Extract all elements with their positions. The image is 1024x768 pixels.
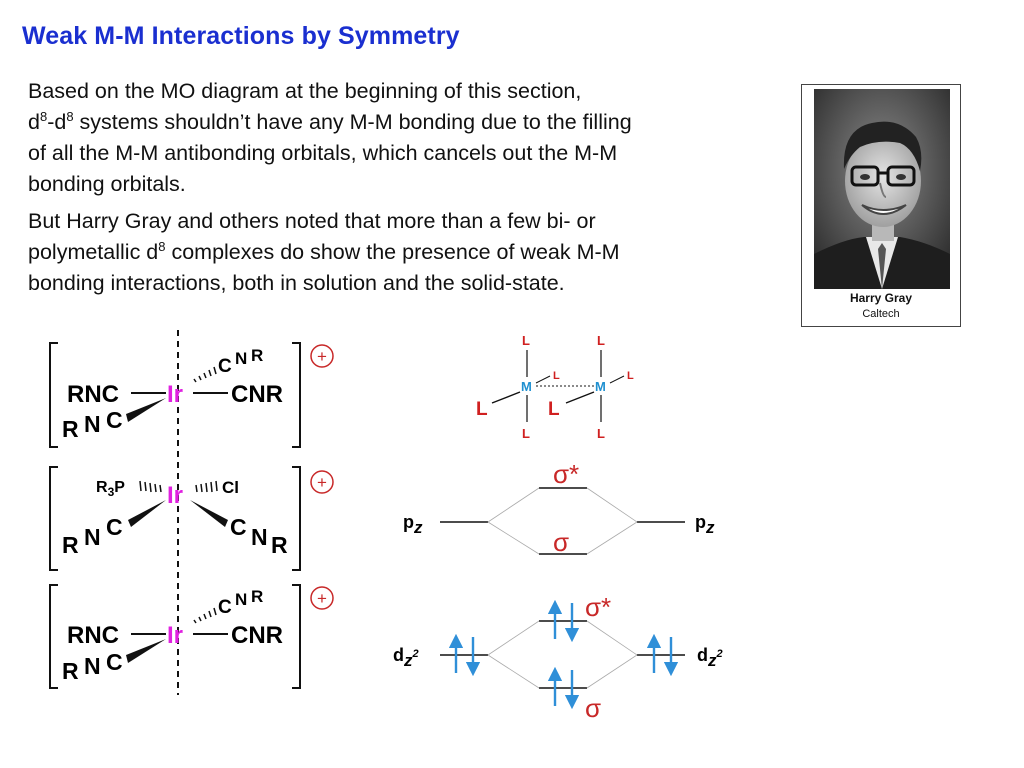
complex-3: + RNC Ir CNR C N R R N C <box>49 584 334 689</box>
svg-text:C: C <box>230 514 247 540</box>
svg-text:L: L <box>522 333 530 348</box>
svg-text:+: + <box>317 473 327 492</box>
para2-line2: polymetallic d8 complexes do show the pr… <box>28 239 620 264</box>
portrait-photo <box>814 89 950 289</box>
svg-text:N: N <box>84 524 101 550</box>
charge-plus-2: + <box>310 470 334 494</box>
c3-wedge-bond <box>126 639 166 663</box>
svg-text:L: L <box>627 370 634 382</box>
c2-metal: Ir <box>167 482 183 509</box>
dz2-sigma-label: σ <box>585 693 601 723</box>
para1-line3: of all the M-M antibonding orbitals, whi… <box>28 141 618 165</box>
svg-text:L: L <box>597 426 605 441</box>
svg-text:R: R <box>251 587 263 606</box>
bracket-left-2 <box>49 466 58 571</box>
c3-metal: Ir <box>167 622 183 649</box>
svg-text:L: L <box>476 399 488 420</box>
complex-1: + RNC Ir CNR C N R R N C <box>49 342 334 448</box>
portrait-name: Harry Gray <box>849 291 913 305</box>
complex-2: + R3P Ir Cl R N C C N R <box>49 466 334 571</box>
slide-title: Weak M-M Interactions by Symmetry <box>22 22 460 50</box>
svg-text:L: L <box>597 333 605 348</box>
svg-text:L: L <box>548 399 560 420</box>
bracket-right-1 <box>292 342 301 448</box>
svg-text:N: N <box>251 524 268 550</box>
svg-text:R: R <box>62 658 79 684</box>
c3-left-ligand: RNC <box>67 622 119 649</box>
dimer-metal-left: M <box>521 379 532 394</box>
svg-text:C: C <box>218 597 232 618</box>
c1-hashed-bond <box>193 366 217 383</box>
svg-text:+: + <box>317 347 327 366</box>
paragraph-intro: Based on the MO diagram at the beginning… <box>28 76 768 200</box>
svg-text:R: R <box>251 346 263 365</box>
svg-text:L: L <box>553 370 560 382</box>
charge-plus-3: + <box>310 586 334 610</box>
c2-chloride: Cl <box>222 478 239 497</box>
svg-text:C: C <box>106 407 123 433</box>
dimer-structure: L L M M L L L L L L <box>476 333 634 441</box>
bracket-left-3 <box>49 584 58 689</box>
para1-line1: Based on the MO diagram at the beginning… <box>28 79 582 103</box>
mo-diagram-pz: pz σ* σ pz <box>403 459 715 557</box>
portrait-affiliation: Caltech <box>862 308 900 320</box>
svg-text:N: N <box>235 590 247 609</box>
portrait-frame: Harry Gray Caltech <box>801 84 961 327</box>
c2-hashed-right <box>195 480 218 493</box>
c2-phosphine: R3P <box>96 479 125 499</box>
charge-plus-1: + <box>310 344 334 368</box>
svg-text:+: + <box>317 589 327 608</box>
pz-right-label: pz <box>695 512 715 537</box>
svg-text:R: R <box>62 532 79 558</box>
svg-text:R: R <box>62 416 79 442</box>
dz2-right-label: dz2 <box>697 645 723 670</box>
svg-text:N: N <box>235 349 247 368</box>
svg-text:C: C <box>218 356 232 377</box>
c2-wedge-left <box>128 500 166 527</box>
paragraph-observation: But Harry Gray and others noted that mor… <box>28 206 768 299</box>
electron-arrows <box>448 599 679 710</box>
c1-wedge-bond <box>126 398 166 422</box>
bracket-right-2 <box>292 466 301 571</box>
c3-right-ligand: CNR <box>231 622 283 649</box>
para2-line1: But Harry Gray and others noted that mor… <box>28 209 596 233</box>
c2-hashed-left <box>139 480 162 493</box>
para1-line2: d8-d8 systems shouldn’t have any M-M bon… <box>28 109 632 134</box>
c1-metal: Ir <box>167 381 183 408</box>
dz2-left-label: dz2 <box>393 645 419 670</box>
svg-text:N: N <box>84 411 101 437</box>
pz-sigma-label: σ <box>553 527 569 557</box>
svg-text:C: C <box>106 514 123 540</box>
para2-line3: bonding interactions, both in solution a… <box>28 271 565 295</box>
svg-text:C: C <box>106 649 123 675</box>
mo-diagram-dz2: dz2 σ* σ dz2 <box>393 592 723 723</box>
c3-hashed-bond <box>193 607 217 624</box>
pz-sigma-star-label: σ* <box>553 459 579 489</box>
svg-text:N: N <box>84 653 101 679</box>
c2-wedge-right <box>190 500 228 527</box>
c1-left-ligand: RNC <box>67 381 119 408</box>
bracket-left-1 <box>49 342 58 448</box>
dimer-metal-right: M <box>595 379 606 394</box>
dz2-sigma-star-label: σ* <box>585 592 611 622</box>
svg-text:R: R <box>271 532 288 558</box>
bracket-right-3 <box>292 584 301 689</box>
para1-line4: bonding orbitals. <box>28 172 186 196</box>
c1-right-ligand: CNR <box>231 381 283 408</box>
svg-text:L: L <box>522 426 530 441</box>
pz-left-label: pz <box>403 512 423 537</box>
